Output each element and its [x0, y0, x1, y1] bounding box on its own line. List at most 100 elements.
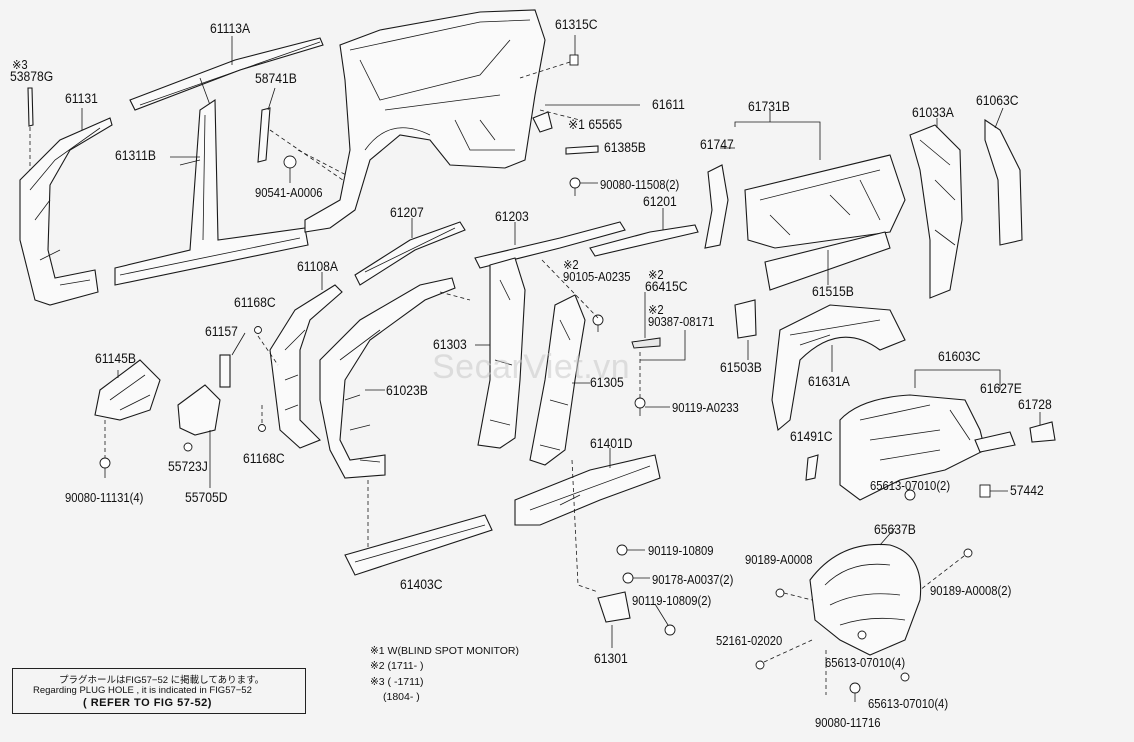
label-55723J: 55723J	[168, 459, 208, 474]
label-61747: 61747	[700, 137, 734, 152]
reference-line-jp: プラグホールはFIG57−52 に掲載してあります。	[59, 675, 265, 686]
part-61157-shape	[219, 354, 231, 388]
label-90080-11131: 90080-11131(4)	[65, 491, 144, 505]
part-61301-shape	[597, 591, 631, 623]
part-61145B-shape	[94, 359, 161, 421]
label-52161-02020: 52161-02020	[716, 634, 783, 648]
part-61491C-shape	[805, 454, 819, 481]
part-61403C-shape	[344, 514, 493, 576]
label-61023B: 61023B	[386, 383, 428, 398]
part-61385B-shape	[565, 145, 599, 155]
label-90189-A0008: 90189-A0008	[745, 553, 813, 567]
label-90387-08171: 90387-08171	[648, 315, 715, 329]
part-65637B-shape	[809, 543, 922, 656]
part-61627E-shape	[974, 431, 1016, 453]
label-65613-07010-4-b: 65613-07010(4)	[868, 697, 949, 711]
label-61401D: 61401D	[590, 436, 633, 451]
label-note2-mark-a: ※2	[563, 258, 579, 272]
label-61131: 61131	[65, 91, 98, 106]
label-65613-07010-4-a: 65613-07010(4)	[825, 656, 906, 670]
part-61201-shape	[589, 224, 699, 257]
part-61023B-shape	[319, 277, 456, 479]
label-61311B: 61311B	[115, 148, 156, 163]
label-65637B: 65637B	[874, 522, 916, 537]
part-61611-shape	[304, 9, 546, 233]
label-61113A: 61113A	[210, 21, 251, 36]
label-90105-A0235: 90105-A0235	[563, 270, 631, 284]
reference-box: プラグホールはFIG57−52 に掲載してあります。 Regarding PLU…	[12, 668, 306, 714]
part-61311B-shape	[114, 98, 309, 286]
label-55705D: 55705D	[185, 490, 228, 505]
label-61305: 61305	[590, 375, 624, 390]
label-61033A: 61033A	[912, 105, 954, 120]
part-61731B-shape	[744, 154, 906, 249]
label-90119-10809-2: 90119-10809(2)	[632, 594, 712, 608]
label-58741B: 58741B	[255, 71, 297, 86]
label-61385B: 61385B	[604, 140, 646, 155]
part-61305-shape	[529, 294, 586, 466]
part-61033A-shape	[909, 124, 963, 299]
label-61207: 61207	[390, 205, 424, 220]
label-90178-A0037: 90178-A0037(2)	[652, 573, 734, 587]
part-61747-shape	[704, 164, 729, 249]
label-61503B: 61503B	[720, 360, 762, 375]
label-61611: 61611	[652, 97, 685, 112]
label-note2-mark-b: ※2	[648, 268, 664, 282]
note-4: (1804- )	[383, 691, 420, 703]
label-53878G: 53878G	[10, 69, 54, 84]
part-61131-shape	[19, 117, 113, 306]
label-61108A: 61108A	[297, 259, 338, 274]
note-3: ※3 ( -1711)	[370, 676, 424, 688]
label-61731B: 61731B	[748, 99, 790, 114]
label-61157: 61157	[205, 324, 238, 339]
note-1: ※1 W(BLIND SPOT MONITOR)	[370, 645, 520, 657]
label-66415C: 66415C	[645, 279, 688, 294]
label-90080-11716: 90080-11716	[815, 716, 881, 730]
label-61168C-top: 61168C	[234, 295, 276, 310]
label-61203: 61203	[495, 209, 529, 224]
part-58741B-shape	[257, 107, 271, 163]
part-61603C-shape	[839, 394, 986, 501]
label-61145B: 61145B	[95, 351, 136, 366]
label-61631A: 61631A	[808, 374, 850, 389]
label-61201: 61201	[643, 194, 677, 209]
part-53878G-shape	[27, 87, 34, 127]
label-61627E: 61627E	[980, 381, 1022, 396]
label-61168C-bottom: 61168C	[243, 451, 285, 466]
part-61515B-shape	[764, 231, 891, 291]
part-61401D-shape	[514, 454, 661, 526]
part-61108A-shape	[269, 284, 343, 449]
label-61315C: 61315C	[555, 17, 598, 32]
label-57442: 57442	[1010, 483, 1044, 498]
part-61503B-shape	[734, 299, 757, 339]
watermark: SecarViet.vn	[432, 348, 631, 386]
part-61207-shape	[354, 221, 466, 286]
label-90080-11508: 90080-11508(2)	[600, 178, 680, 192]
part-61303-shape	[477, 257, 526, 449]
part-65565-shape	[532, 111, 553, 133]
label-61303: 61303	[433, 337, 467, 352]
label-61728: 61728	[1018, 397, 1052, 412]
reference-line-en: Regarding PLUG HOLE , it is indicated in…	[33, 685, 252, 696]
label-61491C: 61491C	[790, 429, 833, 444]
label-90119-A0233: 90119-A0233	[672, 401, 739, 415]
note-2: ※2 (1711- )	[370, 660, 424, 672]
label-61301: 61301	[594, 651, 628, 666]
part-55705D-shape	[177, 384, 221, 436]
label-61515B: 61515B	[812, 284, 854, 299]
label-61603C: 61603C	[938, 349, 981, 364]
label-65565: ※1 65565	[568, 117, 623, 132]
label-note3-mark: ※3	[12, 58, 28, 72]
label-90541-A0006: 90541-A0006	[255, 186, 323, 200]
label-note2-mark-c: ※2	[648, 303, 664, 317]
label-61403C: 61403C	[400, 577, 443, 592]
part-61203-shape	[474, 221, 626, 269]
part-61728-shape	[1029, 421, 1056, 443]
part-61063C-shape	[984, 118, 1023, 246]
label-90119-10809: 90119-10809	[648, 544, 714, 558]
label-90189-A0008-2: 90189-A0008(2)	[930, 584, 1012, 598]
reference-fig-link: ( REFER TO FIG 57-52)	[83, 697, 212, 709]
label-61063C: 61063C	[976, 93, 1019, 108]
